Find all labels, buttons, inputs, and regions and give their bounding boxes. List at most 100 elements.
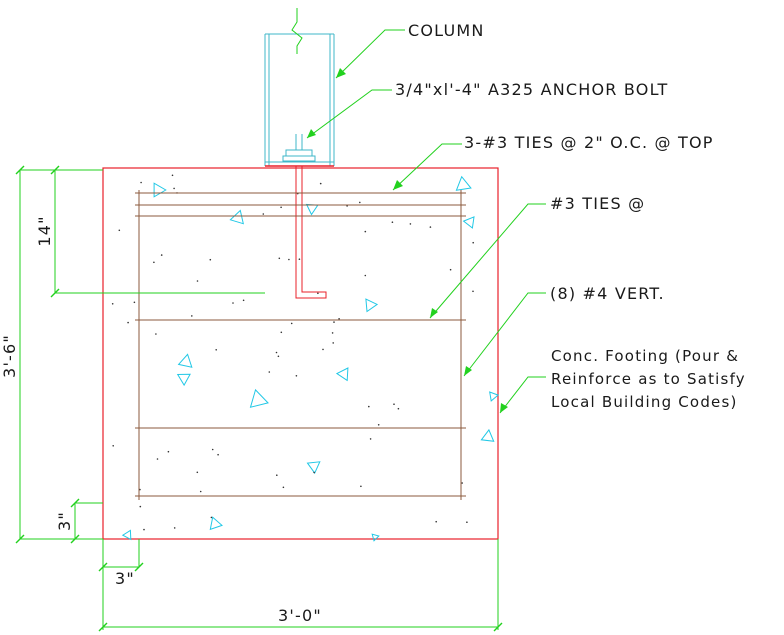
dim-embed: 14" <box>35 215 54 246</box>
dim-side-cover: 3" <box>115 569 135 588</box>
aggregate-symbol <box>177 353 193 368</box>
concrete-dot <box>160 254 163 256</box>
concrete-dot <box>331 332 334 334</box>
concrete-dot <box>461 482 464 484</box>
concrete-dot <box>282 486 285 489</box>
concrete-dot <box>332 342 335 344</box>
aggregate-symbol <box>480 428 495 442</box>
concrete-dot <box>338 318 340 320</box>
concrete-dot <box>140 181 142 184</box>
concrete-dots <box>111 174 475 531</box>
concrete-dot <box>397 407 400 410</box>
aggregate-symbol <box>176 373 191 387</box>
concrete-dot <box>275 351 278 354</box>
concrete-footing <box>102 167 499 540</box>
concrete-dot <box>466 521 468 523</box>
leader-footing <box>499 376 546 414</box>
label-footing-line-1: Conc. Footing (Pour & <box>551 347 739 365</box>
concrete-dot <box>449 268 452 271</box>
aggregate-symbol <box>462 216 475 229</box>
aggregate-symbol <box>371 533 380 542</box>
aggregate-symbol <box>489 391 500 402</box>
column-break-symbol <box>291 8 303 54</box>
label-column: COLUMN <box>408 21 485 40</box>
concrete-dot <box>199 490 202 493</box>
concrete-dot <box>280 206 282 209</box>
concrete-dot <box>133 301 136 304</box>
concrete-dot <box>209 258 212 261</box>
dimension-ticks <box>15 165 503 632</box>
concrete-dot <box>211 448 214 451</box>
concrete-dot <box>276 474 278 477</box>
label-top-ties: 3-#3 TIES @ 2" O.C. @ TOP <box>464 133 714 152</box>
concrete-dot <box>217 453 219 456</box>
concrete-dot <box>242 299 245 302</box>
concrete-dot <box>127 321 129 324</box>
concrete-hatch <box>121 175 500 542</box>
concrete-dot <box>155 333 157 335</box>
concrete-dot <box>215 349 217 351</box>
concrete-dot <box>393 403 395 406</box>
concrete-dot <box>472 290 474 293</box>
concrete-dot <box>435 520 438 523</box>
concrete-dot <box>319 182 322 185</box>
label-ties: #3 TIES @ <box>550 194 645 213</box>
concrete-dot <box>290 322 293 325</box>
aggregate-symbol <box>249 388 269 408</box>
concrete-dot <box>360 485 362 488</box>
concrete-dot <box>368 405 370 408</box>
dimension-lines <box>19 169 499 630</box>
concrete-dot <box>210 516 213 519</box>
aggregate-symbol <box>121 529 132 541</box>
concrete-dot <box>173 527 176 529</box>
concrete-dot <box>196 471 199 474</box>
anchor-bolt <box>282 134 327 299</box>
aggregate-symbol <box>153 182 167 198</box>
concrete-dot <box>173 187 175 190</box>
aggregate-symbol <box>305 203 319 216</box>
label-anchor-bolt: 3/4"xl'-4" A325 ANCHOR BOLT <box>395 80 668 99</box>
aggregate-symbol <box>209 516 223 531</box>
concrete-dot <box>196 280 199 282</box>
concrete-dot <box>153 261 155 264</box>
concrete-dot <box>278 257 281 260</box>
concrete-dot <box>277 355 280 358</box>
concrete-dot <box>322 348 324 351</box>
concrete-dot <box>191 315 193 317</box>
dim-height: 3'-6" <box>0 334 19 378</box>
leader-lines <box>306 29 546 414</box>
concrete-dot <box>429 226 432 228</box>
aggregate-symbol <box>229 209 244 225</box>
concrete-dot <box>391 221 394 223</box>
concrete-dot <box>143 528 145 531</box>
concrete-dot <box>364 274 367 277</box>
concrete-dot <box>317 292 319 295</box>
concrete-dot <box>232 302 234 304</box>
concrete-dot <box>409 223 412 225</box>
concrete-dot <box>333 321 335 323</box>
concrete-dot <box>359 201 361 204</box>
concrete-dot <box>268 371 271 373</box>
aggregate-symbol <box>306 461 321 475</box>
concrete-dot <box>111 303 114 305</box>
dim-bottom-cover: 3" <box>55 511 74 531</box>
concrete-dot <box>139 505 142 508</box>
concrete-dot <box>288 258 290 261</box>
aggregate-symbol <box>335 367 349 382</box>
concrete-dot <box>118 229 121 232</box>
aggregate-symbol <box>365 298 379 313</box>
leader-vert <box>463 292 546 377</box>
concrete-dot <box>171 174 174 177</box>
leader-column <box>335 29 405 79</box>
concrete-dot <box>280 331 283 334</box>
label-vert: (8) #4 VERT. <box>550 284 665 303</box>
concrete-dot <box>377 424 380 426</box>
leader-arrowheads <box>307 68 508 413</box>
concrete-dot <box>472 241 475 244</box>
label-footing-line-3: Local Building Codes) <box>551 393 738 411</box>
concrete-dot <box>313 471 315 474</box>
concrete-dot <box>295 375 298 377</box>
dim-width: 3'-0" <box>278 606 322 625</box>
